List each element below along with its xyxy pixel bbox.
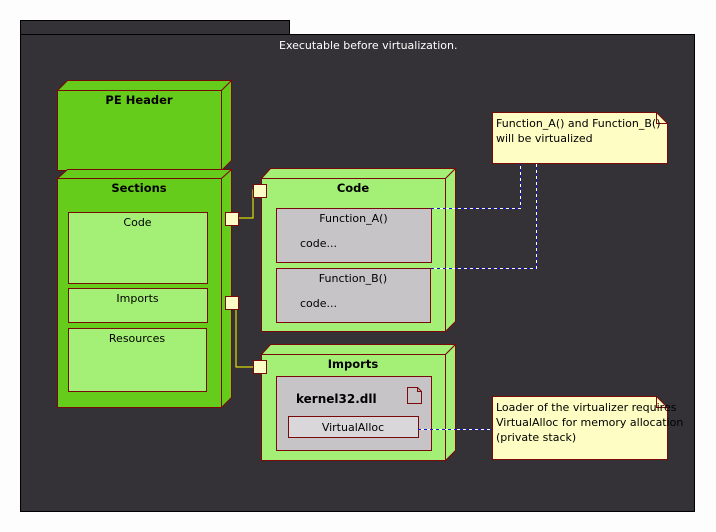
function-b-box[interactable]: [276, 268, 431, 323]
note-loader-requirement-text: Loader of the virtualizer requires Virtu…: [496, 401, 684, 444]
dll-box[interactable]: [276, 376, 432, 451]
node-pe-header-top: [56, 80, 233, 91]
function-b-name: Function_B(): [318, 272, 388, 285]
note-virtualized-functions-text: Function_A() and Function_B() will be vi…: [496, 117, 661, 145]
node-imports[interactable]: [260, 343, 457, 462]
frame-tab: [20, 20, 290, 35]
note-link-function-b: [431, 163, 537, 269]
pe-header-label: PE Header: [105, 93, 173, 107]
note-loader-requirement[interactable]: [492, 396, 668, 460]
virtualalloc-box[interactable]: [288, 416, 419, 438]
function-a-name: Function_A(): [319, 212, 388, 225]
note-virtualized-functions[interactable]: [492, 112, 668, 164]
node-pe-header-side: [221, 79, 232, 172]
imports-node-label: Imports: [327, 357, 379, 371]
section-item-code-label: Code: [123, 216, 152, 229]
node-sections[interactable]: [56, 168, 233, 409]
node-sections-top: [56, 169, 233, 179]
node-imports-top: [260, 344, 457, 355]
node-code-top: [260, 168, 457, 179]
node-sections-side: [221, 168, 232, 409]
section-item-code[interactable]: [68, 212, 208, 284]
dll-name: kernel32.dll: [296, 392, 377, 406]
section-item-resources[interactable]: [68, 328, 207, 392]
port-sections-code[interactable]: [225, 212, 239, 226]
node-code[interactable]: [260, 167, 457, 333]
section-item-imports-label: Imports: [116, 292, 159, 305]
node-imports-side: [445, 343, 456, 462]
frame-title: Executable before virtualization.: [279, 39, 458, 52]
function-b-body: code...: [300, 297, 338, 310]
virtualalloc-label: VirtualAlloc: [321, 421, 385, 434]
sections-label: Sections: [111, 181, 167, 195]
code-node-label: Code: [336, 181, 370, 195]
port-imports-in[interactable]: [253, 360, 267, 374]
note-link-function-a: [431, 163, 521, 209]
connector-sections-imports: [235, 309, 254, 368]
section-item-resources-label: Resources: [108, 332, 166, 345]
section-item-imports[interactable]: [68, 288, 208, 323]
port-code-in[interactable]: [253, 184, 267, 198]
port-sections-imports[interactable]: [225, 296, 239, 310]
node-code-side: [445, 167, 456, 333]
document-icon: [407, 387, 422, 404]
function-a-body: code...: [300, 237, 338, 250]
function-a-box[interactable]: [276, 208, 432, 263]
